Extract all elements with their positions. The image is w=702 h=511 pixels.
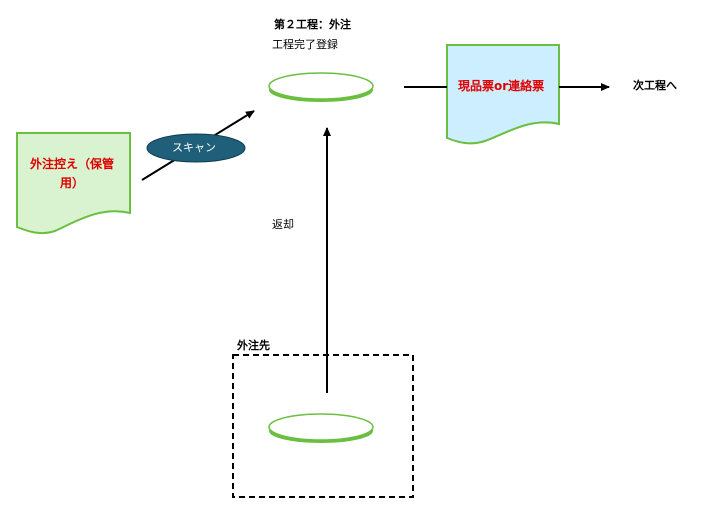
vendor-dashed-box (232, 354, 414, 498)
next-process-label: 次工程へ (633, 79, 677, 92)
outsource-copy-label-line1: 外注控え（保管 (30, 157, 115, 171)
vendor-ellipse[interactable] (268, 413, 374, 441)
outsource-copy-document-shape (16, 132, 131, 235)
return-label: 返却 (272, 218, 294, 231)
vendor-label: 外注先 (237, 339, 270, 352)
process-title: 第２工程：外注 (274, 18, 351, 31)
scan-label: スキャン (172, 141, 216, 154)
process-subtitle: 工程完了登録 (272, 38, 338, 51)
scan-ellipse[interactable] (146, 133, 246, 163)
slip-document-shape (446, 44, 560, 145)
slip-label: 現品票or連絡票 (458, 79, 545, 93)
outsource-copy-label-line2: 用） (60, 176, 85, 190)
process-ellipse[interactable] (268, 72, 374, 100)
